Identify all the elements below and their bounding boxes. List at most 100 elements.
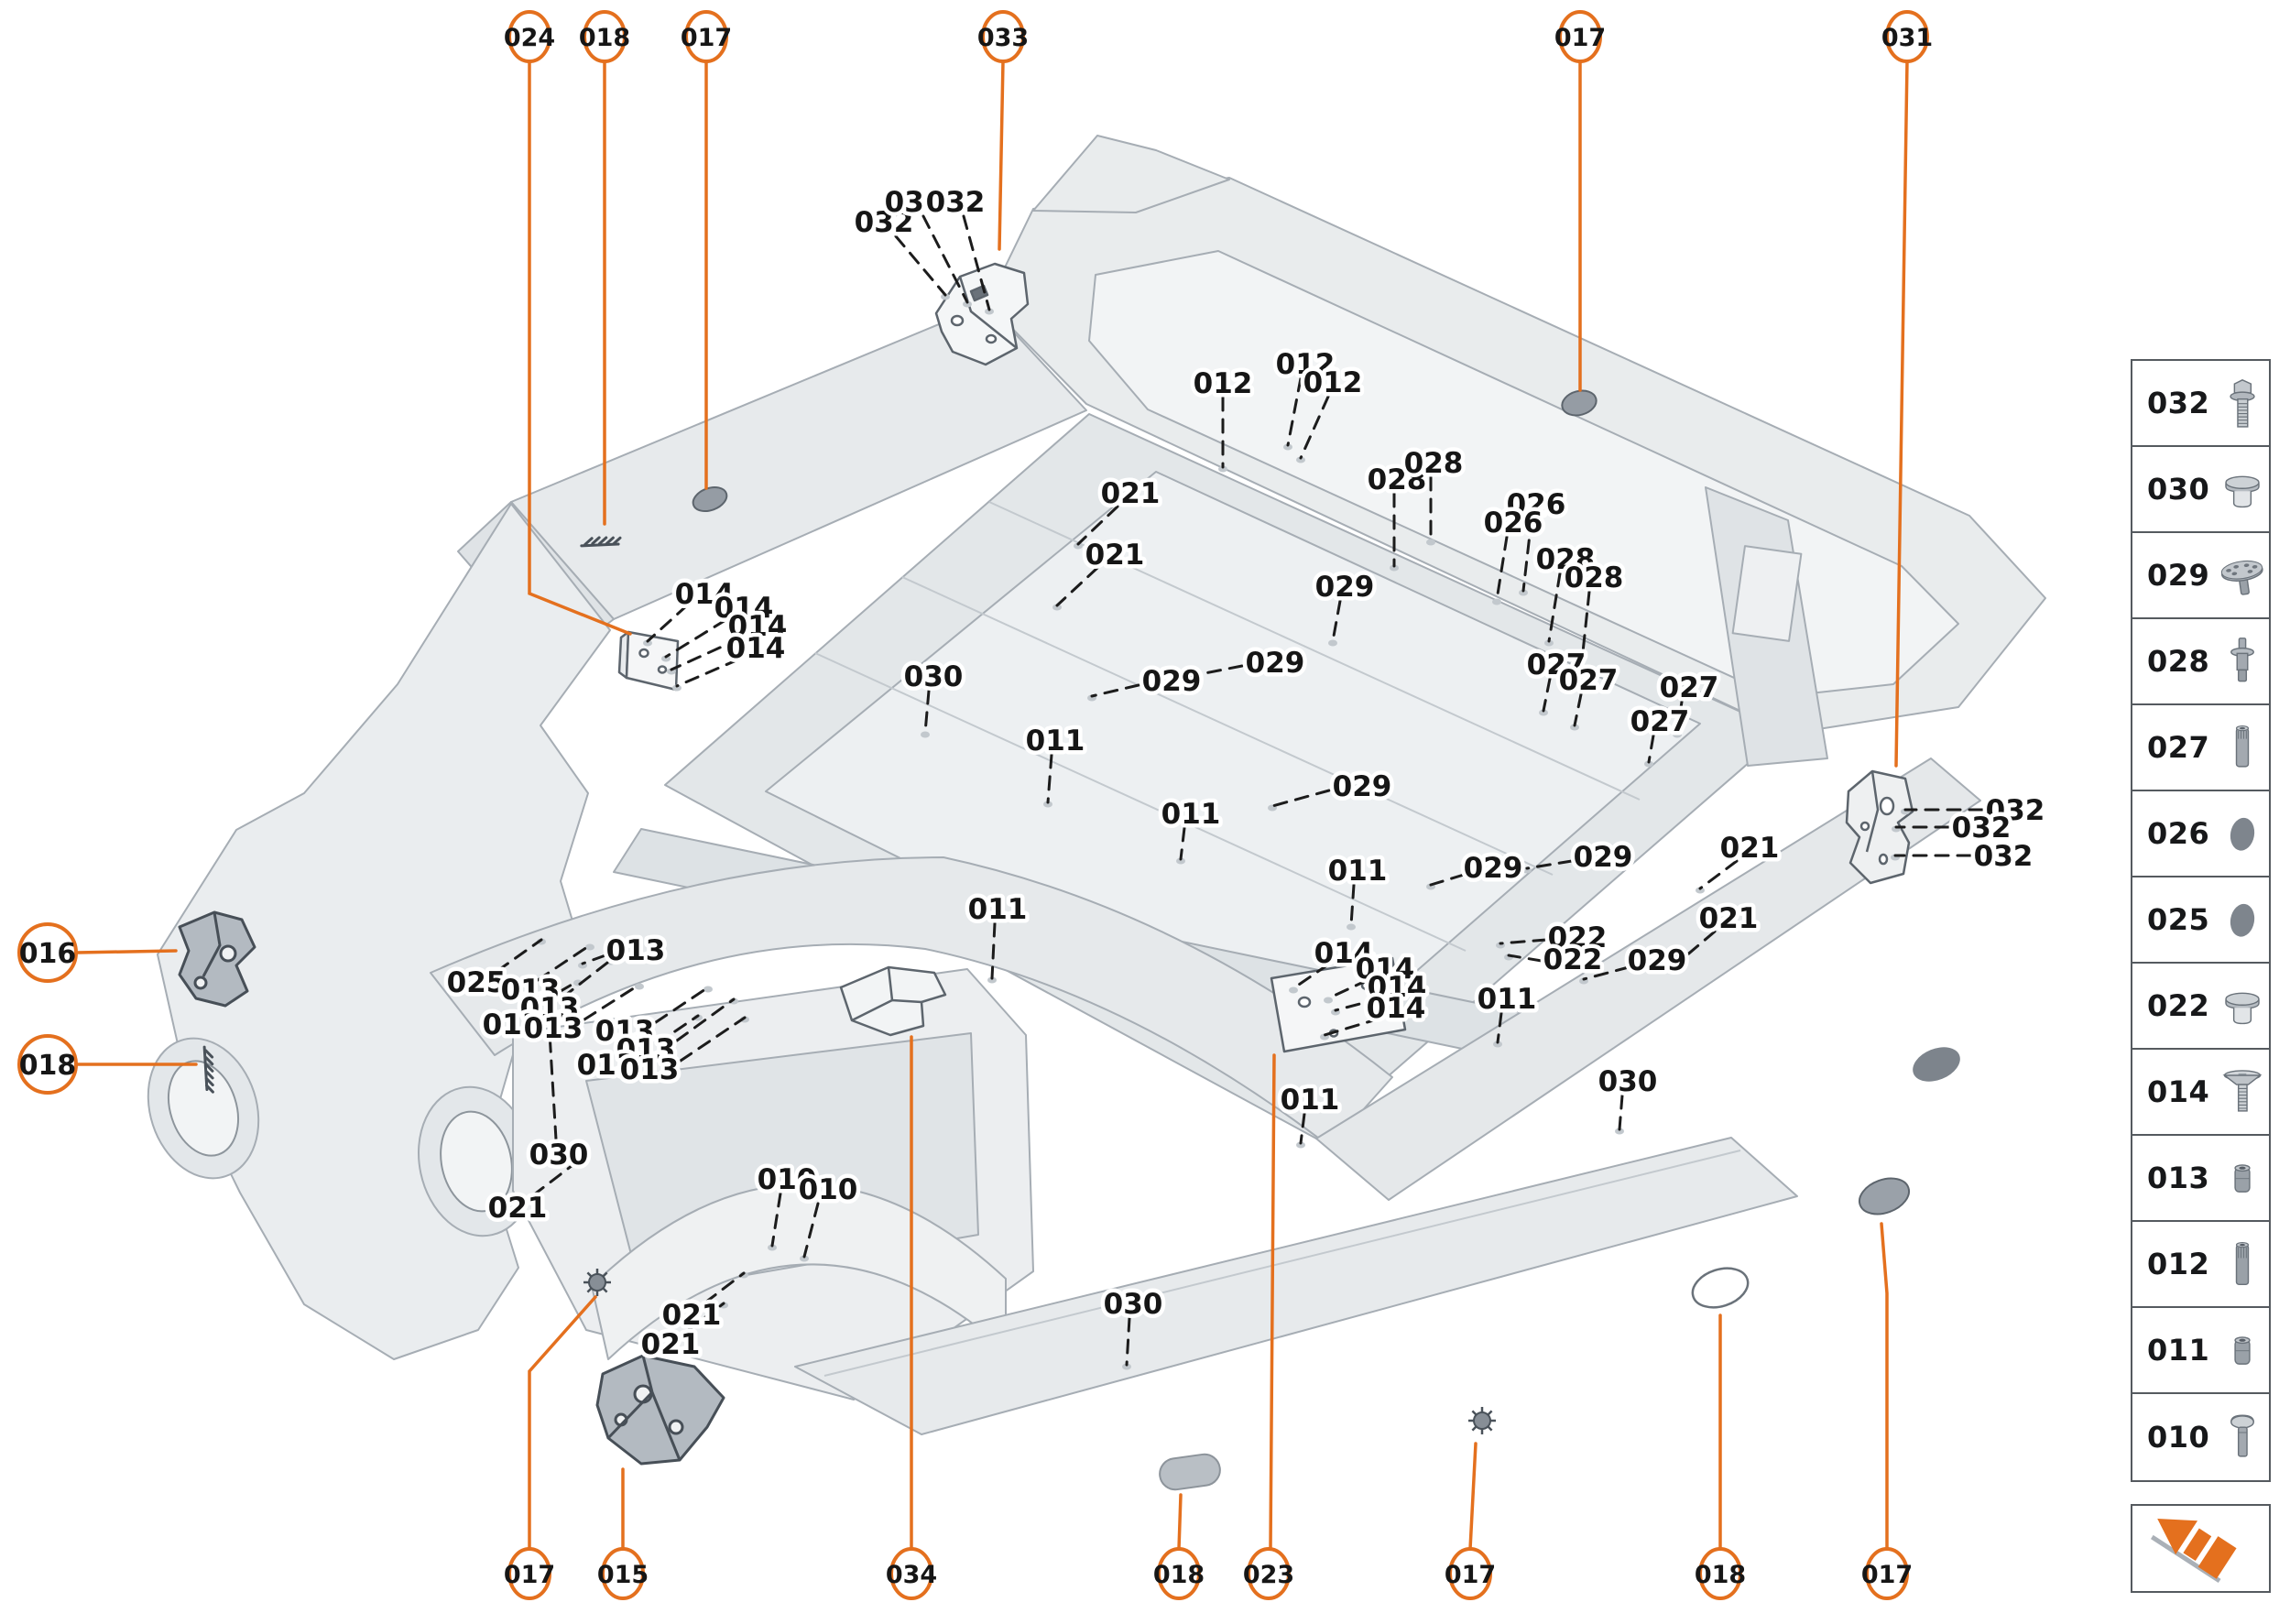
callout-031[interactable]: 031 xyxy=(1881,10,1933,768)
legend-row-012[interactable]: 012 xyxy=(2132,1222,2269,1308)
label-leader-line xyxy=(646,604,689,643)
callout-circle xyxy=(889,1547,933,1600)
label-leader-line xyxy=(703,1271,746,1304)
callout-018[interactable]: 018 xyxy=(1153,1493,1205,1600)
legend-row-025[interactable]: 025 xyxy=(2132,877,2269,964)
callout-017[interactable]: 017 xyxy=(504,1295,597,1600)
legend-row-027[interactable]: 027 xyxy=(2132,705,2269,791)
legend-row-030[interactable]: 030 xyxy=(2132,447,2269,533)
callout-016[interactable]: 016 xyxy=(17,922,178,983)
hole-mark xyxy=(1544,639,1554,647)
rivet-nut-icon xyxy=(2209,1324,2275,1377)
legend-part-number: 026 xyxy=(2147,816,2210,851)
callout-034[interactable]: 034 xyxy=(886,1035,937,1600)
label-leader-line xyxy=(1090,683,1140,698)
part-clip-017-bottom-left xyxy=(583,1269,611,1296)
callout-018[interactable]: 018 xyxy=(579,10,630,526)
label-leader-line xyxy=(1582,965,1630,981)
label-leader-line xyxy=(1299,1112,1306,1145)
label-leader-line xyxy=(1573,692,1583,727)
long-rivet-nut-icon xyxy=(2209,1237,2275,1291)
label-leader-line xyxy=(1292,963,1330,990)
oval-plug-icon xyxy=(2209,807,2275,860)
label-leader-line xyxy=(923,689,931,735)
callout-017[interactable]: 017 xyxy=(681,10,732,490)
part-label-021: 021 xyxy=(1101,477,1161,510)
label-leader-line xyxy=(1698,859,1739,890)
part-label-028: 028 xyxy=(1368,463,1427,496)
legend-part-number: 025 xyxy=(2147,902,2210,937)
hole-mark xyxy=(1289,986,1298,994)
callout-015[interactable]: 015 xyxy=(597,1467,649,1600)
part-pad-018-bottom xyxy=(1159,1453,1221,1491)
callout-018[interactable]: 018 xyxy=(1695,1313,1746,1600)
label-leader-line xyxy=(894,234,947,297)
legend-part-number: 032 xyxy=(2147,386,2210,420)
chassis-strut-pod-right xyxy=(418,1085,535,1237)
callout-number: 017 xyxy=(1554,24,1606,52)
label-leader-line xyxy=(770,1192,782,1248)
countersunk-screw-icon xyxy=(2209,1065,2275,1118)
callout-018[interactable]: 018 xyxy=(17,1034,198,1095)
legend-row-028[interactable]: 028 xyxy=(2132,619,2269,705)
chassis-illustration xyxy=(147,135,2046,1435)
part-label-013: 013 xyxy=(595,1015,655,1048)
callout-leader-line xyxy=(1269,1053,1276,1551)
part-label-021: 021 xyxy=(1720,832,1780,865)
callout-023[interactable]: 023 xyxy=(1243,1053,1294,1600)
callout-circle xyxy=(981,10,1025,63)
callout-circle xyxy=(1448,1547,1492,1600)
part-label-014: 014 xyxy=(1367,992,1426,1025)
legend-row-014[interactable]: 014 xyxy=(2132,1050,2269,1136)
part-label-014: 014 xyxy=(1368,971,1427,1004)
hole-mark xyxy=(1324,997,1333,1004)
callout-017[interactable]: 017 xyxy=(1554,10,1606,392)
callout-number: 023 xyxy=(1243,1561,1294,1589)
legend-row-029[interactable]: 029 xyxy=(2132,533,2269,619)
hole-mark xyxy=(1390,564,1399,572)
part-bracket-034 xyxy=(839,965,947,1037)
label-leader-line xyxy=(519,979,580,1016)
threaded-sleeve-icon xyxy=(2209,721,2275,774)
legend-row-013[interactable]: 013 xyxy=(2132,1136,2269,1222)
part-label-029: 029 xyxy=(1142,665,1202,698)
chassis-bottom-sill-line xyxy=(823,1150,1741,1377)
callout-circle xyxy=(1157,1547,1201,1600)
label-leader-line xyxy=(675,997,736,1042)
part-label-028: 028 xyxy=(1404,447,1464,480)
part-label-012: 012 xyxy=(1194,367,1253,400)
legend-row-010[interactable]: 010 xyxy=(2132,1394,2269,1480)
part-label-014: 014 xyxy=(714,592,774,625)
part-plug-018-bottom-right xyxy=(1691,1267,1750,1309)
cap-plug-icon xyxy=(2209,463,2275,516)
part-label-011: 011 xyxy=(1026,725,1085,758)
label-leader-line xyxy=(1677,930,1717,964)
callout-circle xyxy=(1558,10,1602,63)
part-bracket-016 xyxy=(178,910,256,1008)
hole-mark xyxy=(963,300,972,308)
label-leader-line xyxy=(583,983,641,1021)
part-label-010: 010 xyxy=(758,1163,817,1196)
callout-circle xyxy=(17,1034,78,1095)
part-label-027: 027 xyxy=(1527,649,1587,681)
callout-017[interactable]: 017 xyxy=(1445,1442,1496,1600)
part-label-013: 013 xyxy=(501,974,561,1007)
hole-mark xyxy=(1493,1041,1502,1048)
label-leader-line xyxy=(581,954,607,965)
legend-row-011[interactable]: 011 xyxy=(2132,1308,2269,1394)
part-label-030: 030 xyxy=(529,1139,589,1172)
legend-row-026[interactable]: 026 xyxy=(2132,791,2269,877)
chassis-right-pillar-detail xyxy=(1731,545,1803,642)
part-label-013: 013 xyxy=(520,992,580,1025)
part-label-014: 014 xyxy=(1356,953,1415,986)
chassis-bottom-sill xyxy=(794,1137,1798,1435)
hole-mark xyxy=(703,986,713,993)
part-label-026: 026 xyxy=(1507,488,1566,521)
legend-row-032[interactable]: 032 xyxy=(2132,361,2269,447)
callout-033[interactable]: 033 xyxy=(977,10,1029,251)
callout-024[interactable]: 024 xyxy=(504,10,632,636)
legend-row-022[interactable]: 022 xyxy=(2132,964,2269,1050)
callout-017[interactable]: 017 xyxy=(1861,1222,1913,1600)
